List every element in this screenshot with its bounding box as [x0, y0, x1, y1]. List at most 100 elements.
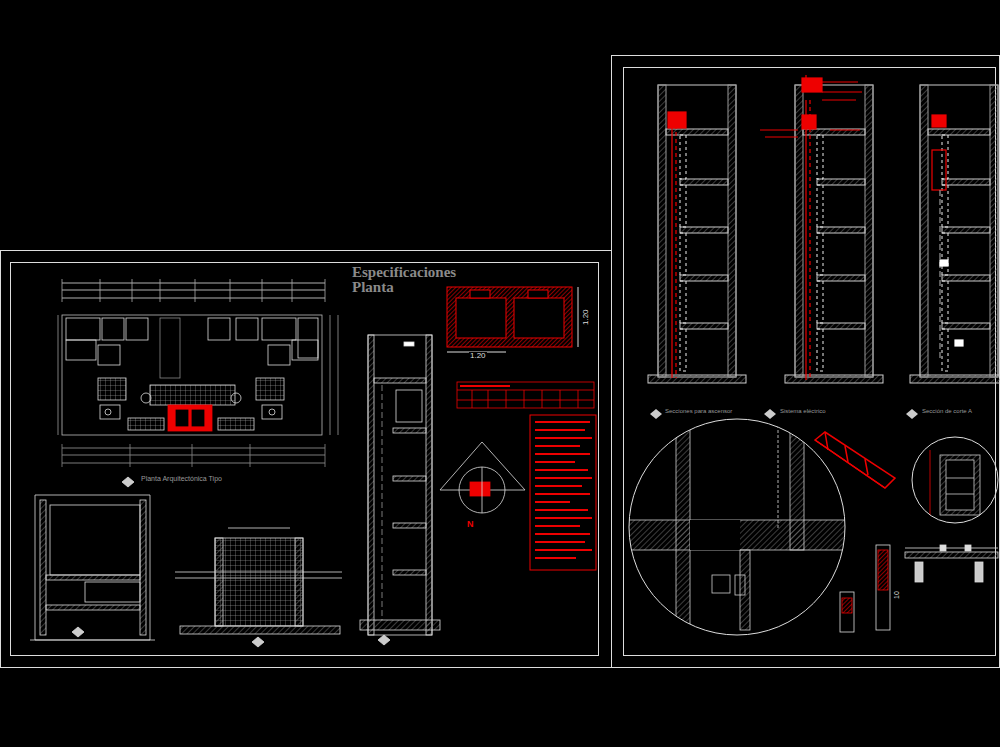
floor-plan-part	[292, 340, 318, 360]
floor-plan-part	[128, 418, 164, 430]
rails-and-machines-part	[671, 125, 672, 378]
elevator-shaft-part	[378, 635, 390, 645]
building-section-part	[72, 627, 84, 637]
pit-elevation-part	[228, 528, 290, 529]
elevator-shaft-part	[360, 620, 440, 630]
small-detail-circle-part	[930, 450, 980, 520]
floor-plan-part	[98, 378, 126, 400]
rail-bracket	[815, 432, 895, 488]
building-section-part	[50, 505, 140, 575]
rails-and-machines-part	[802, 115, 816, 129]
north-arrow-part	[482, 467, 483, 513]
elevator-shaft-part	[404, 342, 414, 346]
pit-elevation-part	[180, 626, 340, 634]
anchor-details-part	[940, 545, 946, 551]
floor-plan-part	[269, 409, 275, 415]
pit-elevation	[175, 528, 342, 647]
north-arrow-part	[459, 467, 505, 513]
detail-circle-part-part	[620, 520, 860, 550]
sheet-frames	[1, 56, 1000, 668]
building-section-part	[40, 500, 46, 635]
detail-circle-part-part	[735, 575, 745, 595]
elevator-shaft-part	[396, 390, 422, 422]
rails-and-machines-part	[802, 78, 822, 92]
anchor-details-part	[905, 552, 998, 558]
elevator-shaft-part	[393, 428, 426, 433]
rails-and-machines-part	[932, 115, 946, 127]
floor-plan-part	[62, 444, 325, 467]
floor-plan-part	[262, 405, 282, 419]
spec-table-part	[457, 382, 594, 408]
building-section-part	[35, 495, 150, 640]
floor-plan-part	[150, 385, 235, 405]
floor-plan-part	[338, 315, 339, 435]
shaft-sections	[648, 85, 1000, 383]
anchor-details-part	[975, 562, 983, 582]
floor-plan-part	[66, 318, 100, 340]
floor-plan-part	[262, 318, 296, 340]
building-section-part	[30, 640, 155, 641]
floor-plan-part	[62, 283, 325, 284]
anchor-details-part	[905, 548, 998, 549]
floor-plan-part	[192, 410, 204, 426]
spec-table-part	[457, 390, 594, 391]
small-detail-circle	[912, 437, 998, 523]
rails-and-machines-part	[668, 112, 686, 128]
shaft-sections-part	[648, 85, 746, 383]
rails-and-machines-part	[940, 260, 948, 266]
building-section-part	[140, 500, 146, 635]
floor-plan-part	[160, 318, 180, 378]
elevator-shaft-part	[426, 335, 432, 635]
elevator-shaft-part	[393, 476, 426, 481]
north-label: N	[466, 520, 475, 530]
small-detail-circle-part	[912, 437, 998, 523]
spec-table-part	[472, 390, 578, 408]
elevator-shaft-part	[393, 523, 426, 528]
dimension-label: 10	[893, 590, 901, 600]
sheet-frames-part	[612, 56, 1000, 668]
pit-elevation-part	[252, 637, 264, 647]
dimension-label: 1.20	[582, 308, 591, 326]
floor-plan-part	[62, 279, 325, 302]
floor-plan-part	[105, 409, 111, 415]
spec-notes-part	[530, 415, 596, 570]
pit-elevation-part	[215, 538, 223, 626]
floor-plan-part	[176, 410, 188, 426]
rails-and-machines-part	[760, 82, 862, 137]
rails-and-machines-part	[675, 125, 676, 378]
floor-plan-part	[62, 463, 325, 464]
floor-plan-part	[141, 393, 151, 403]
floor-plan-part	[62, 315, 322, 435]
small-detail-circle-part-part	[946, 478, 974, 479]
floor-plan-part	[256, 378, 284, 400]
small-detail-circle-part-part	[946, 494, 974, 495]
detail-circle-part-part	[690, 520, 740, 550]
building-section-part	[46, 605, 140, 610]
small-detail-circle-part-part	[940, 455, 980, 515]
rail-bracket-part	[815, 440, 885, 488]
small-detail-circle-part-part	[946, 460, 974, 510]
anchor-details-part	[842, 598, 852, 613]
pit-plan-part	[456, 298, 506, 338]
rail-bracket-part	[825, 432, 868, 475]
floor-plan-part	[66, 340, 96, 360]
floor-plan-part	[122, 477, 134, 487]
elevator-shaft-part	[393, 570, 426, 575]
drawing-caption: Sistema eléctrico	[779, 408, 827, 415]
pit-plan-part	[514, 298, 564, 338]
floor-plan-part	[62, 290, 325, 291]
elevator-shaft-part	[368, 335, 432, 635]
north-arrow	[440, 442, 525, 513]
elevator-shaft-part	[382, 385, 383, 620]
floor-plan	[58, 279, 338, 487]
spec-notes-part	[535, 422, 592, 558]
floor-plan-part	[62, 298, 325, 299]
detail-circle-part-part	[712, 575, 730, 593]
floor-plan-part	[126, 318, 148, 340]
rails-and-machines-part	[932, 150, 946, 190]
rails-and-machines	[668, 75, 963, 380]
shaft-sections-part	[910, 85, 1000, 383]
rails-and-machines-part	[805, 100, 806, 380]
drawing-caption: Sección de corte A	[921, 408, 973, 415]
